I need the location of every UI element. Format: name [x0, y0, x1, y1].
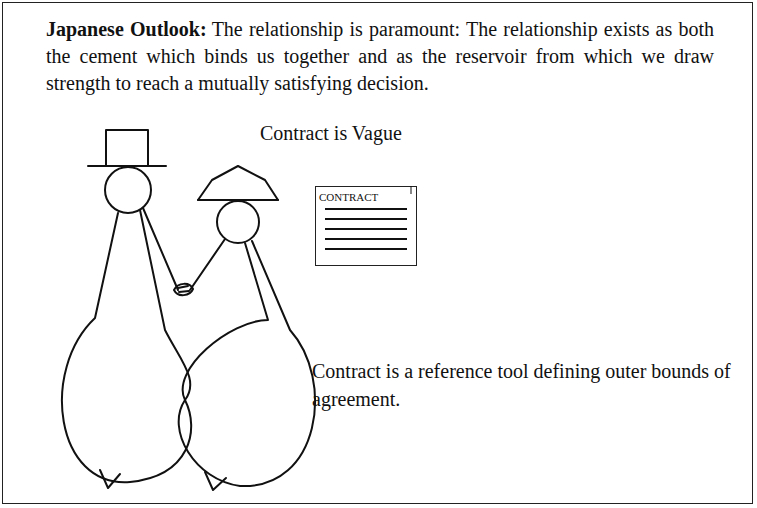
note-text: Contract is a reference tool defining ou… [312, 360, 731, 410]
outlook-title: Japanese Outlook: [46, 18, 207, 40]
vague-text: Contract is Vague [260, 122, 402, 144]
contract-note: Contract is a reference tool defining ou… [312, 357, 752, 413]
contract-caption: Contract is Vague [260, 122, 402, 145]
document-heading: CONTRACT [316, 187, 416, 203]
outlook-paragraph: Japanese Outlook:The relationship is par… [46, 16, 714, 97]
contract-document: CONTRACT [315, 186, 417, 266]
